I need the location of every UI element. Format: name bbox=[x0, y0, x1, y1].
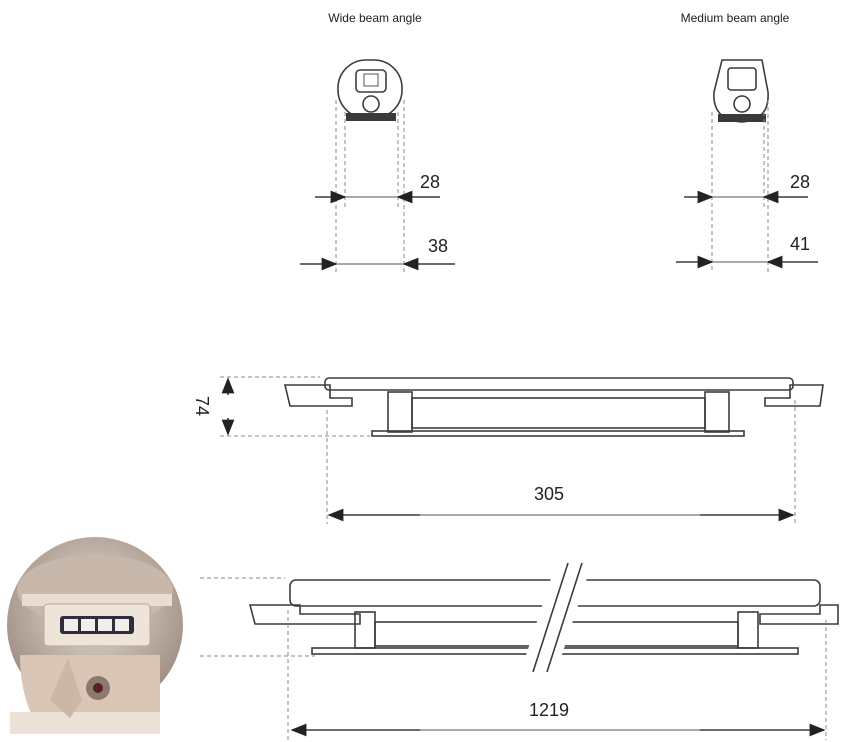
side-length-dimension: 305 bbox=[534, 484, 564, 504]
wide-beam-view: Wide beam angle 28 38 bbox=[300, 11, 455, 272]
wide-beam-profile bbox=[337, 59, 403, 121]
medium-beam-profile bbox=[713, 59, 769, 123]
medium-outer-dimension: 41 bbox=[790, 234, 810, 254]
long-length-dimension: 1219 bbox=[529, 700, 569, 720]
wide-inner-dimension: 28 bbox=[420, 172, 440, 192]
medium-beam-caption: Medium beam angle bbox=[681, 11, 790, 25]
medium-beam-view: Medium beam angle 28 41 bbox=[676, 11, 818, 272]
end-cap-photo bbox=[7, 537, 183, 734]
side-profile bbox=[283, 377, 824, 437]
long-view-1219: 1219 bbox=[200, 557, 839, 740]
side-height-dimension: 74 bbox=[192, 396, 212, 416]
medium-inner-dimension: 28 bbox=[790, 172, 810, 192]
wide-beam-caption: Wide beam angle bbox=[328, 11, 422, 25]
wide-outer-dimension: 38 bbox=[428, 236, 448, 256]
side-view-305: 74 305 bbox=[192, 376, 824, 524]
long-profile bbox=[248, 557, 839, 673]
